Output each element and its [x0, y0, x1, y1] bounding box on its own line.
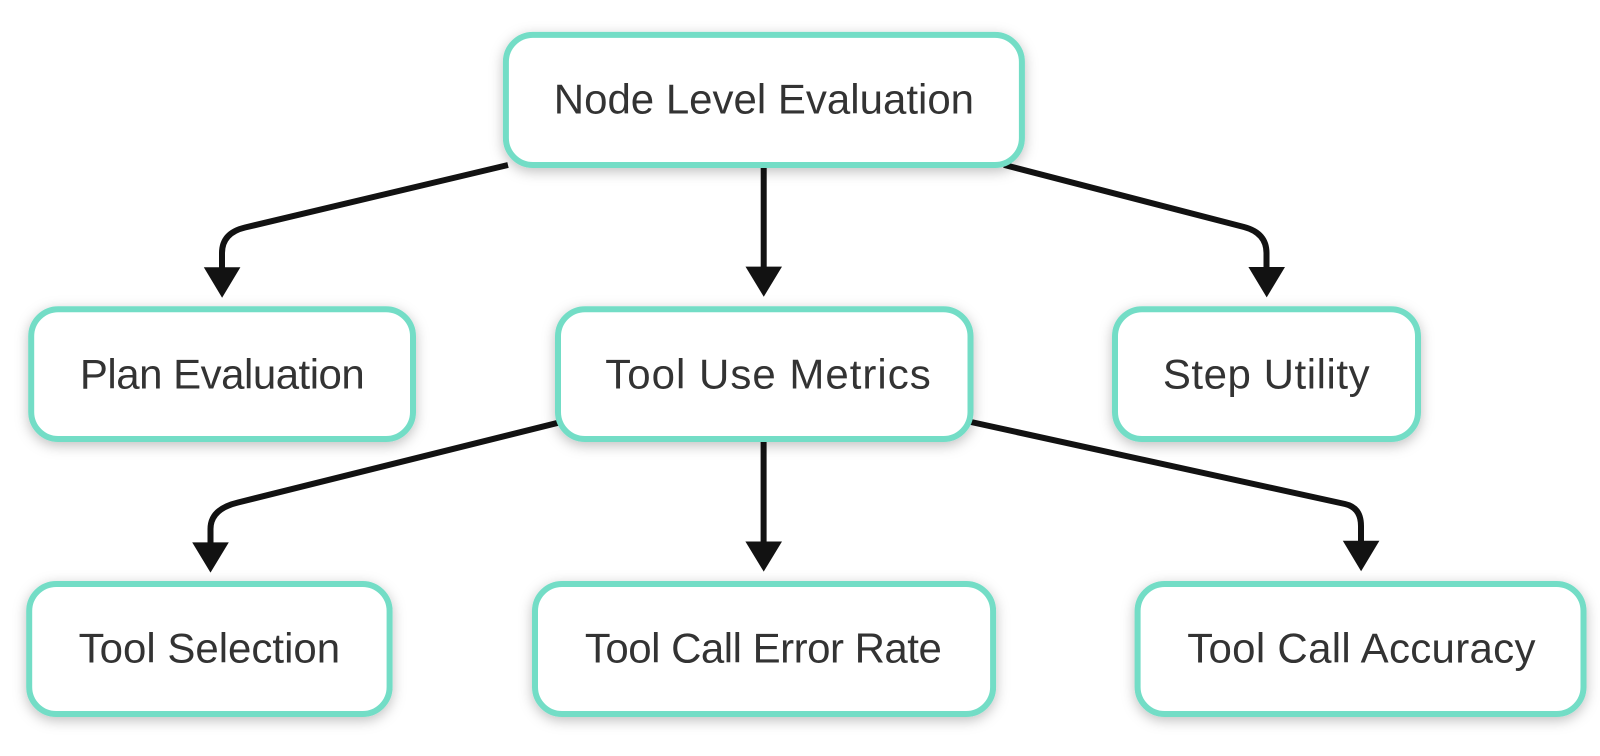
svg-text:Step Utility: Step Utility: [1163, 350, 1370, 397]
svg-text:Tool Call Accuracy: Tool Call Accuracy: [1187, 625, 1536, 672]
svg-text:Tool Call Error Rate: Tool Call Error Rate: [585, 625, 941, 672]
svg-text:Tool Selection: Tool Selection: [79, 625, 341, 672]
svg-text:Plan Evaluation: Plan Evaluation: [80, 350, 364, 397]
svg-text:Node Level Evaluation: Node Level Evaluation: [554, 76, 974, 123]
svg-text:Tool Use Metrics: Tool Use Metrics: [605, 350, 931, 397]
